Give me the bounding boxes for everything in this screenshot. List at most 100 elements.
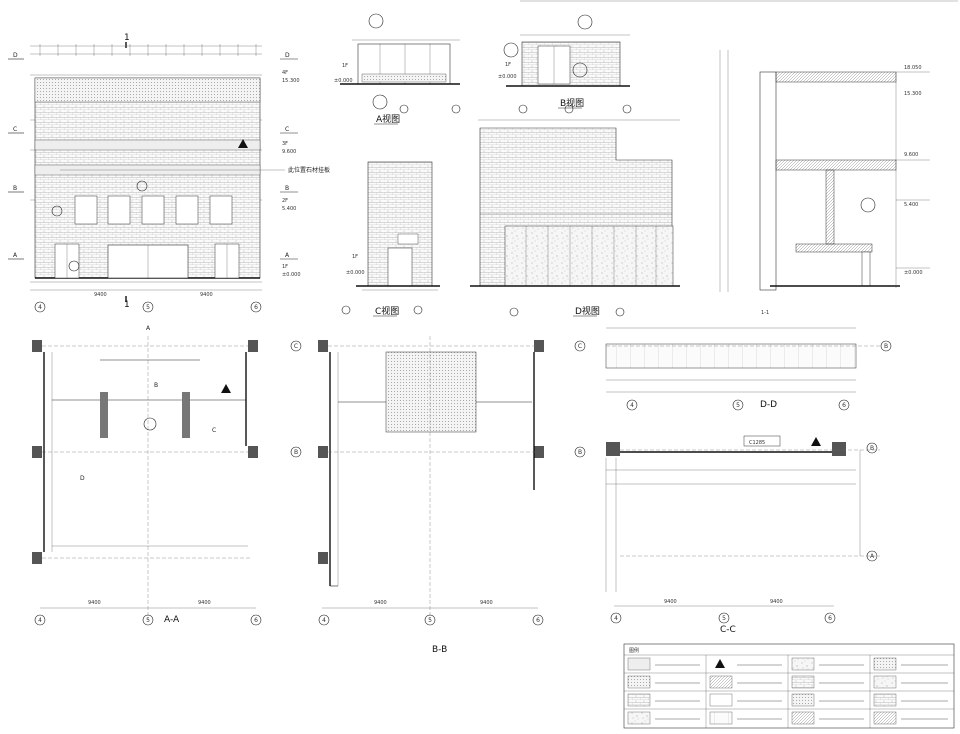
section-dd-col-4: 4 bbox=[630, 402, 634, 409]
detail-callout-icon bbox=[860, 197, 876, 213]
plan-aa-col-5: 5 bbox=[146, 617, 150, 624]
detail-callout-icon bbox=[136, 180, 148, 192]
section-dd-title: D-D bbox=[760, 400, 777, 410]
dim-bay-left: 9400 bbox=[94, 292, 107, 298]
plan-d-marker: D bbox=[80, 475, 85, 482]
row-axis-right-0: D bbox=[285, 52, 290, 59]
col-axis-5: 5 bbox=[146, 304, 150, 311]
section-1-1: 18.050 15.300 9.600 5.400 ±0.000 1-1 bbox=[719, 50, 930, 316]
detail-callout-icon bbox=[51, 205, 63, 217]
section-triangle-icon bbox=[811, 437, 821, 446]
section-1-1-title: 1-1 bbox=[761, 310, 769, 316]
stone-panel-note: 此位置石材挂板 bbox=[288, 166, 330, 174]
legend-title: 图例 bbox=[629, 647, 639, 654]
plan-b-marker: B bbox=[154, 382, 158, 389]
section-dd-col-5: 5 bbox=[736, 402, 740, 409]
plan-aa-arrow-label: A bbox=[146, 325, 151, 332]
plan-aa-row-c: C bbox=[294, 343, 298, 350]
level-elev-1f: ±0.000 bbox=[282, 272, 301, 278]
section-level-0: 18.050 bbox=[904, 65, 922, 71]
level-name-1f: 1F bbox=[282, 264, 288, 270]
legend-triangle-icon bbox=[715, 659, 725, 668]
view-a-ground: ±0.000 bbox=[334, 78, 353, 84]
dim-bay-right: 9400 bbox=[200, 292, 213, 298]
plan-b-b: 4 5 6 9400 9400 B-B C B bbox=[318, 336, 586, 655]
plan-aa-col-4: 4 bbox=[38, 617, 42, 624]
level-elev-3f: 9.600 bbox=[282, 149, 296, 155]
level-elev-4f: 15.300 bbox=[282, 78, 300, 84]
section-callout-icon bbox=[372, 94, 388, 110]
section-cc-row-a: A bbox=[870, 553, 875, 560]
section-level-4: ±0.000 bbox=[904, 270, 923, 276]
section-cc-title: C-C bbox=[720, 625, 736, 635]
view-c-floor: 1F bbox=[352, 254, 358, 260]
plan-bb-row-c: C bbox=[578, 343, 582, 350]
view-b-title: B视图 bbox=[560, 97, 584, 109]
row-axis-right-1: C bbox=[285, 126, 289, 133]
row-axis-left-1: C bbox=[13, 126, 17, 133]
section-cc-col-4: 4 bbox=[614, 615, 618, 622]
section-d-d: B 4 5 6 D-D bbox=[605, 327, 892, 411]
plan-aa-col-6: 6 bbox=[254, 617, 258, 624]
view-c: 1F ±0.000 C视图 bbox=[341, 161, 440, 317]
plan-bb-row-b: B bbox=[578, 449, 582, 456]
detail-callout-icon bbox=[143, 417, 157, 431]
plan-aa-dim-right: 9400 bbox=[198, 600, 211, 606]
row-axis-right-3: A bbox=[285, 252, 290, 259]
legend-table: 图例 bbox=[623, 643, 955, 729]
section-level-3: 5.400 bbox=[904, 202, 918, 208]
section-dd-col-6: 6 bbox=[842, 402, 846, 409]
plan-aa-dim-left: 9400 bbox=[88, 600, 101, 606]
section-cc-row-b: B bbox=[870, 445, 874, 452]
plan-bb-title: B-B bbox=[432, 645, 447, 655]
view-c-title: C视图 bbox=[375, 305, 399, 317]
elevation-section-mark-bottom: 1 bbox=[124, 300, 130, 310]
level-name-3f: 3F bbox=[282, 141, 288, 147]
section-cc-dim-right: 9400 bbox=[770, 599, 783, 605]
col-axis-4: 4 bbox=[38, 304, 42, 311]
section-callout-icon bbox=[572, 62, 588, 78]
section-triangle-icon bbox=[238, 139, 248, 148]
detail-callout-icon bbox=[68, 260, 80, 272]
section-level-1: 15.300 bbox=[904, 91, 922, 97]
row-axis-left-3: A bbox=[13, 252, 18, 259]
section-cc-col-6: 6 bbox=[828, 615, 832, 622]
elevation-1-1: 1 1 bbox=[8, 33, 330, 313]
section-callout-icon bbox=[368, 13, 384, 29]
section-level-2: 9.600 bbox=[904, 152, 918, 158]
plan-c-marker: C bbox=[212, 427, 216, 434]
section-cc-col-5: 5 bbox=[722, 615, 726, 622]
view-b-ground: ±0.000 bbox=[498, 74, 517, 80]
plan-bb-col-6: 6 bbox=[536, 617, 540, 624]
level-name-4f: 4F bbox=[282, 70, 288, 76]
level-name-2f: 2F bbox=[282, 198, 288, 204]
view-b: 1F ±0.000 B视图 bbox=[498, 14, 632, 114]
view-d-title: D视图 bbox=[575, 305, 600, 317]
plan-aa-row-b: B bbox=[294, 449, 298, 456]
view-a-title: A视图 bbox=[376, 113, 400, 125]
plan-bb-dim-left: 9400 bbox=[374, 600, 387, 606]
section-cc-dim-left: 9400 bbox=[664, 599, 677, 605]
view-a: 1F ±0.000 A视图 bbox=[334, 13, 461, 125]
plan-bb-dim-right: 9400 bbox=[480, 600, 493, 606]
plan-bb-col-5: 5 bbox=[428, 617, 432, 624]
view-b-floor: 1F bbox=[505, 62, 511, 68]
row-axis-left-2: B bbox=[13, 185, 17, 192]
row-axis-left-0: D bbox=[13, 52, 18, 59]
section-dd-row-b: B bbox=[884, 343, 888, 350]
elevation-section-mark-top: 1 bbox=[124, 33, 130, 43]
col-axis-6: 6 bbox=[254, 304, 258, 311]
row-axis-right-2: B bbox=[285, 185, 289, 192]
plan-a-a: A B C D 4 5 6 9400 9400 A-A C B bbox=[32, 325, 302, 626]
section-callout-icon bbox=[503, 42, 519, 58]
level-elev-2f: 5.400 bbox=[282, 206, 296, 212]
section-triangle-icon bbox=[221, 384, 231, 393]
section-c-c: C1285 B A 9400 9400 4 5 6 C-C bbox=[605, 435, 880, 635]
plan-bb-col-4: 4 bbox=[322, 617, 326, 624]
view-c-ground: ±0.000 bbox=[346, 270, 365, 276]
section-cc-tag: C1285 bbox=[749, 440, 765, 446]
view-d: D视图 bbox=[470, 119, 680, 317]
view-a-floor: 1F bbox=[342, 63, 348, 69]
plan-aa-title: A-A bbox=[164, 615, 180, 625]
